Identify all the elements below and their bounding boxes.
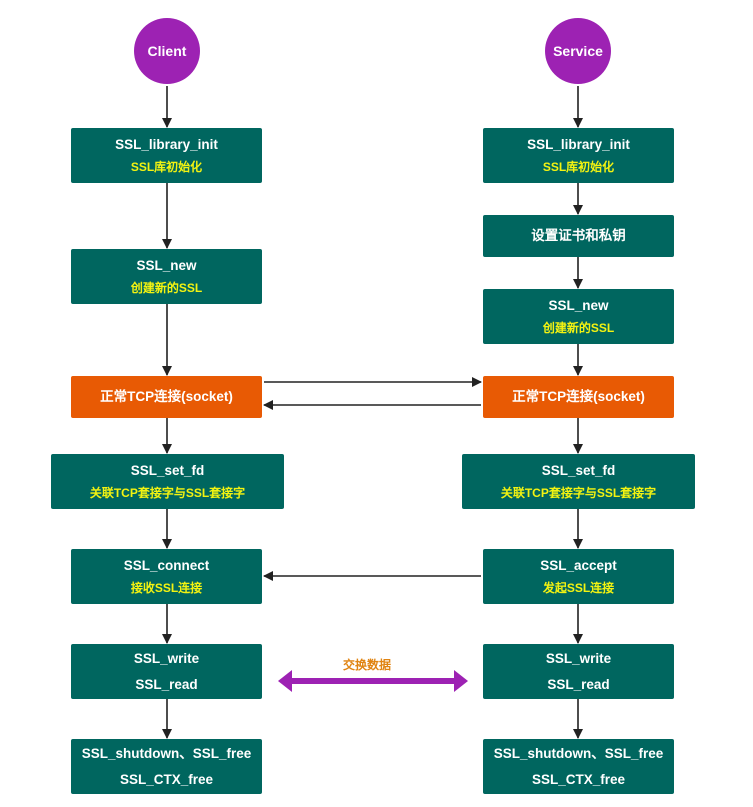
node-label: SSL_new (548, 298, 609, 313)
service-set-cert-key-node: 设置证书和私钥 (483, 215, 674, 257)
node-sublabel: 创建新的SSL (130, 281, 203, 295)
node-label: SSL_library_init (527, 137, 630, 152)
node-label: 正常TCP连接(socket) (512, 389, 645, 404)
node-sublabel: 关联TCP套接字与SSL套接字 (500, 486, 657, 500)
node-sublabel: SSL_CTX_free (119, 771, 214, 787)
node-label: 设置证书和私钥 (531, 228, 626, 243)
node-sublabel: SSL_CTX_free (531, 771, 626, 787)
node-label: SSL_write (133, 650, 200, 666)
node-label: SSL_library_init (115, 137, 218, 152)
node-label: SSL_shutdown、SSL_free (493, 745, 664, 761)
client-ssl-connect-node: SSL_connect 接收SSL连接 (71, 549, 262, 604)
exchange-data-label: 交换数据 (343, 658, 392, 672)
node-label: 正常TCP连接(socket) (100, 389, 233, 404)
node-sublabel: 接收SSL连接 (130, 581, 203, 595)
node-label: SSL_accept (540, 558, 617, 573)
node-label: SSL_shutdown、SSL_free (81, 745, 252, 761)
service-ssl-library-init-node: SSL_library_init SSL库初始化 (483, 128, 674, 183)
client-ssl-write-read-node: SSL_write SSL_read (71, 644, 262, 699)
service-ssl-accept-node: SSL_accept 发起SSL连接 (483, 549, 674, 604)
client-tcp-connection-node: 正常TCP连接(socket) (71, 376, 262, 418)
node-label: SSL_set_fd (130, 463, 205, 478)
service-ssl-set-fd-node: SSL_set_fd 关联TCP套接字与SSL套接字 (462, 454, 695, 509)
client-title: Client (147, 43, 187, 59)
service-ssl-new-node: SSL_new 创建新的SSL (483, 289, 674, 344)
node-sublabel: 创建新的SSL (542, 321, 615, 335)
node-label: SSL_write (545, 650, 612, 666)
client-ssl-new-node: SSL_new 创建新的SSL (71, 249, 262, 304)
node-sublabel: SSL_read (135, 676, 198, 692)
node-label: SSL_new (136, 258, 197, 273)
service-ssl-shutdown-node: SSL_shutdown、SSL_free SSL_CTX_free (483, 739, 674, 794)
client-ssl-shutdown-node: SSL_shutdown、SSL_free SSL_CTX_free (71, 739, 262, 794)
node-sublabel: SSL库初始化 (542, 160, 615, 174)
client-ssl-library-init-node: SSL_library_init SSL库初始化 (71, 128, 262, 183)
service-title: Service (553, 43, 603, 59)
node-sublabel: 发起SSL连接 (542, 581, 615, 595)
node-sublabel: SSL_read (547, 676, 610, 692)
exchange-double-arrow (278, 670, 468, 692)
node-label: SSL_connect (123, 558, 210, 573)
client-start-node: Client (134, 18, 200, 84)
node-sublabel: SSL库初始化 (130, 160, 203, 174)
node-label: SSL_set_fd (541, 463, 616, 478)
client-ssl-set-fd-node: SSL_set_fd 关联TCP套接字与SSL套接字 (51, 454, 284, 509)
service-start-node: Service (545, 18, 611, 84)
service-ssl-write-read-node: SSL_write SSL_read (483, 644, 674, 699)
service-tcp-connection-node: 正常TCP连接(socket) (483, 376, 674, 418)
node-sublabel: 关联TCP套接字与SSL套接字 (89, 486, 246, 500)
